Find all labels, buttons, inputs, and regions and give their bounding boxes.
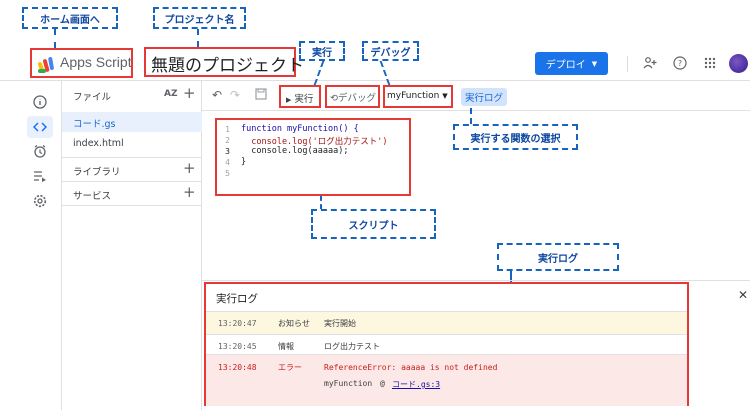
annotation-connector <box>54 29 56 48</box>
alarm-icon[interactable] <box>32 143 48 159</box>
deploy-label: デプロイ <box>545 60 586 71</box>
log-time: 13:20:47 <box>218 319 257 328</box>
apps-script-logo-icon[interactable] <box>36 53 58 75</box>
log-level: 情報 <box>278 342 294 351</box>
stack-function: myFunction <box>324 379 373 388</box>
execution-log-panel: 実行ログ 13:20:47 お知らせ 実行開始 13:20:45 情報 ログ出力… <box>204 282 689 406</box>
log-message: ReferenceError: aaaaa is not defined <box>324 363 498 372</box>
toolbar-separator <box>202 110 750 111</box>
annotation-connector <box>313 61 325 85</box>
code-icon[interactable] <box>32 119 48 135</box>
annotation-exec-log: 実行ログ <box>497 243 619 271</box>
annotation-home: ホーム画面へ <box>22 7 118 29</box>
debug-highlight <box>325 85 380 108</box>
code-line: function myFunction() { <box>241 124 359 134</box>
file-item-index-html[interactable]: index.html <box>73 138 124 149</box>
annotation-debug: デバッグ <box>362 41 419 61</box>
line-number: 3 <box>225 147 230 156</box>
project-title[interactable]: 無題のプロジェクト <box>151 56 304 76</box>
home-highlight <box>30 48 133 78</box>
debug-button[interactable]: ⟲デバッグ <box>330 90 376 104</box>
help-icon[interactable]: ? <box>672 55 688 71</box>
rail-active-indicator <box>27 116 53 138</box>
function-select[interactable]: myFunction ▼ <box>387 91 448 101</box>
app-name[interactable]: Apps Script <box>60 54 132 70</box>
info-icon[interactable] <box>32 94 48 110</box>
log-level: お知らせ <box>278 319 310 328</box>
settings-icon[interactable] <box>32 193 48 209</box>
log-time: 13:20:48 <box>218 363 257 372</box>
caret-down-icon: ▼ <box>591 59 598 68</box>
sort-az-icon[interactable]: AZ <box>164 89 178 99</box>
line-number: 2 <box>225 136 230 145</box>
services-header: サービス <box>73 191 112 202</box>
log-time: 13:20:45 <box>218 342 257 351</box>
exec-log-label: 実行ログ <box>465 93 504 104</box>
log-row: 13:20:48 エラー ReferenceError: aaaaa is no… <box>206 354 687 406</box>
libraries-header: ライブラリ <box>73 167 121 178</box>
file-item-selected[interactable] <box>62 112 202 132</box>
file-panel-divider <box>62 205 202 206</box>
code-line: console.log(aaaaa); <box>241 146 349 156</box>
add-library-button[interactable]: + <box>183 159 196 177</box>
line-number: 1 <box>225 125 230 134</box>
code-editor[interactable]: 1 2 3 4 5 function myFunction() { consol… <box>215 118 411 196</box>
annotation-connector <box>320 196 322 209</box>
add-file-button[interactable]: + <box>183 84 196 102</box>
log-row: 13:20:45 情報 ログ出力テスト <box>206 334 687 354</box>
debug-icon: ⟲ <box>330 93 338 104</box>
exec-log-button[interactable]: 実行ログ <box>461 88 508 106</box>
log-title: 実行ログ <box>216 293 258 305</box>
executions-icon[interactable] <box>32 168 48 184</box>
svg-text:?: ? <box>678 59 682 68</box>
file-panel-divider <box>62 181 202 182</box>
annotation-connector <box>197 29 199 47</box>
add-person-icon[interactable] <box>642 55 658 71</box>
code-line: console.log('ログ出力テスト') <box>241 137 388 147</box>
save-icon[interactable] <box>255 88 267 103</box>
annotation-project-name: プロジェクト名 <box>153 7 246 29</box>
line-number: 4 <box>225 158 230 167</box>
annotation-script: スクリプト <box>311 209 436 239</box>
project-title-highlight <box>144 47 296 77</box>
debug-label: デバッグ <box>337 93 376 104</box>
log-level: エラー <box>278 363 302 372</box>
function-select-highlight <box>383 85 453 108</box>
run-label: 実行 <box>294 94 314 105</box>
undo-icon[interactable]: ↶ <box>212 88 223 102</box>
redo-icon[interactable]: ↷ <box>230 88 241 102</box>
files-header: ファイル <box>73 92 112 103</box>
annotation-connector <box>379 61 391 85</box>
run-button[interactable]: ▶ 実行 <box>286 91 313 105</box>
annotation-function-select: 実行する関数の選択 <box>453 124 578 150</box>
code-line: } <box>241 157 247 167</box>
header-divider <box>627 56 628 72</box>
line-number: 5 <box>225 169 230 178</box>
annotation-run: 実行 <box>299 41 345 61</box>
avatar[interactable] <box>729 54 748 73</box>
annotation-connector <box>510 271 512 282</box>
stack-at: @ <box>380 379 385 388</box>
caret-down-icon: ▼ <box>442 92 448 100</box>
file-item-code-gs[interactable]: コード.gs <box>73 119 116 130</box>
log-message: 実行開始 <box>324 319 356 328</box>
annotation-connector <box>470 108 472 124</box>
left-rail <box>0 80 62 410</box>
log-message: ログ出力テスト <box>324 342 380 351</box>
function-name: myFunction <box>387 91 440 101</box>
log-panel-top-border <box>202 280 750 281</box>
log-row: 13:20:47 お知らせ 実行開始 <box>206 311 687 334</box>
header-separator <box>0 80 750 81</box>
deploy-button[interactable]: デプロイ ▼ <box>535 52 608 75</box>
stack-link[interactable]: コード.gs:3 <box>392 380 441 389</box>
apps-grid-icon[interactable] <box>702 55 718 71</box>
close-log-button[interactable]: ✕ <box>738 288 749 302</box>
file-panel-divider <box>62 157 202 158</box>
play-icon: ▶ <box>286 96 292 104</box>
file-panel <box>62 80 202 410</box>
add-service-button[interactable]: + <box>183 183 196 201</box>
run-highlight <box>279 85 321 108</box>
